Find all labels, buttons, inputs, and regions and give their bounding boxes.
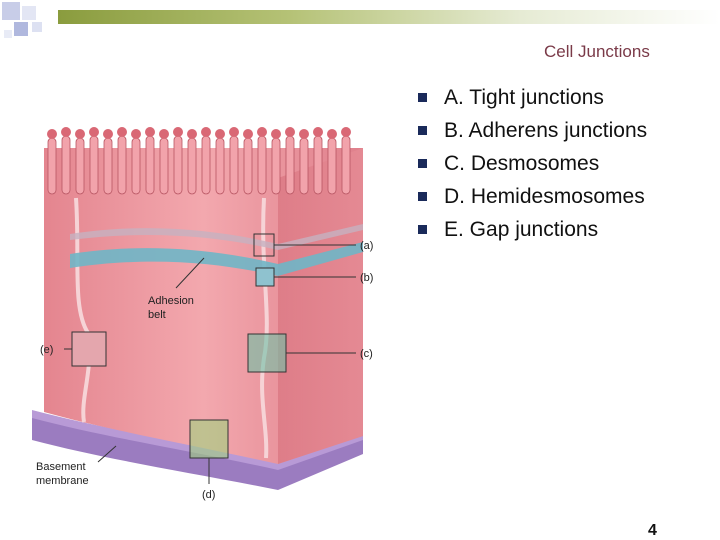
bullet-square-icon bbox=[418, 159, 427, 168]
cell-side-face bbox=[278, 148, 363, 464]
list-item-text: D. Hemidesmosomes bbox=[444, 185, 645, 208]
basement-membrane-label-line1: Basement bbox=[36, 461, 86, 473]
junction-box-c bbox=[247, 333, 287, 373]
basement-membrane-label-line2: membrane bbox=[36, 475, 89, 487]
microvilli-tips bbox=[47, 127, 351, 139]
junction-box-b bbox=[255, 267, 275, 287]
leader-lines bbox=[64, 244, 356, 484]
list-item-text: C. Desmosomes bbox=[444, 152, 600, 175]
bullet-square-icon bbox=[418, 225, 427, 234]
label-b: (b) bbox=[360, 272, 373, 284]
junction-list: A. Tight junctions B. Adherens junctions… bbox=[418, 84, 647, 249]
label-c: (c) bbox=[360, 348, 373, 360]
tight-junction-band bbox=[70, 224, 363, 250]
bullet-square-icon bbox=[418, 126, 427, 135]
list-item-text: E. Gap junctions bbox=[444, 218, 599, 241]
bullet-square-icon bbox=[418, 93, 427, 102]
corner-squares-decoration bbox=[2, 2, 42, 38]
list-item: D. Hemidesmosomes bbox=[418, 183, 647, 216]
junction-box-e bbox=[71, 331, 107, 367]
list-item-text: A. Tight junctions bbox=[444, 86, 604, 109]
list-item: E. Gap junctions bbox=[418, 216, 647, 249]
label-d: (d) bbox=[202, 489, 215, 501]
slide-title: Cell Junctions bbox=[544, 42, 650, 61]
header-accent-bar bbox=[58, 10, 720, 24]
adhesion-belt bbox=[70, 242, 363, 276]
bullet-square-icon bbox=[418, 192, 427, 201]
label-a: (a) bbox=[360, 240, 373, 252]
list-item: B. Adherens junctions bbox=[418, 117, 647, 150]
list-item-text: B. Adherens junctions bbox=[444, 119, 648, 142]
label-e: (e) bbox=[40, 344, 53, 356]
page-number: 4 bbox=[648, 522, 657, 539]
cell-junction-diagram: (a) (b) (c) (d) (e) Adhesion belt Baseme… bbox=[32, 127, 373, 501]
adhesion-belt-label-line2: belt bbox=[148, 309, 166, 321]
junction-box-d bbox=[189, 419, 229, 459]
list-item: C. Desmosomes bbox=[418, 150, 647, 183]
list-item: A. Tight junctions bbox=[418, 84, 647, 117]
adhesion-belt-label-line1: Adhesion bbox=[148, 295, 194, 307]
